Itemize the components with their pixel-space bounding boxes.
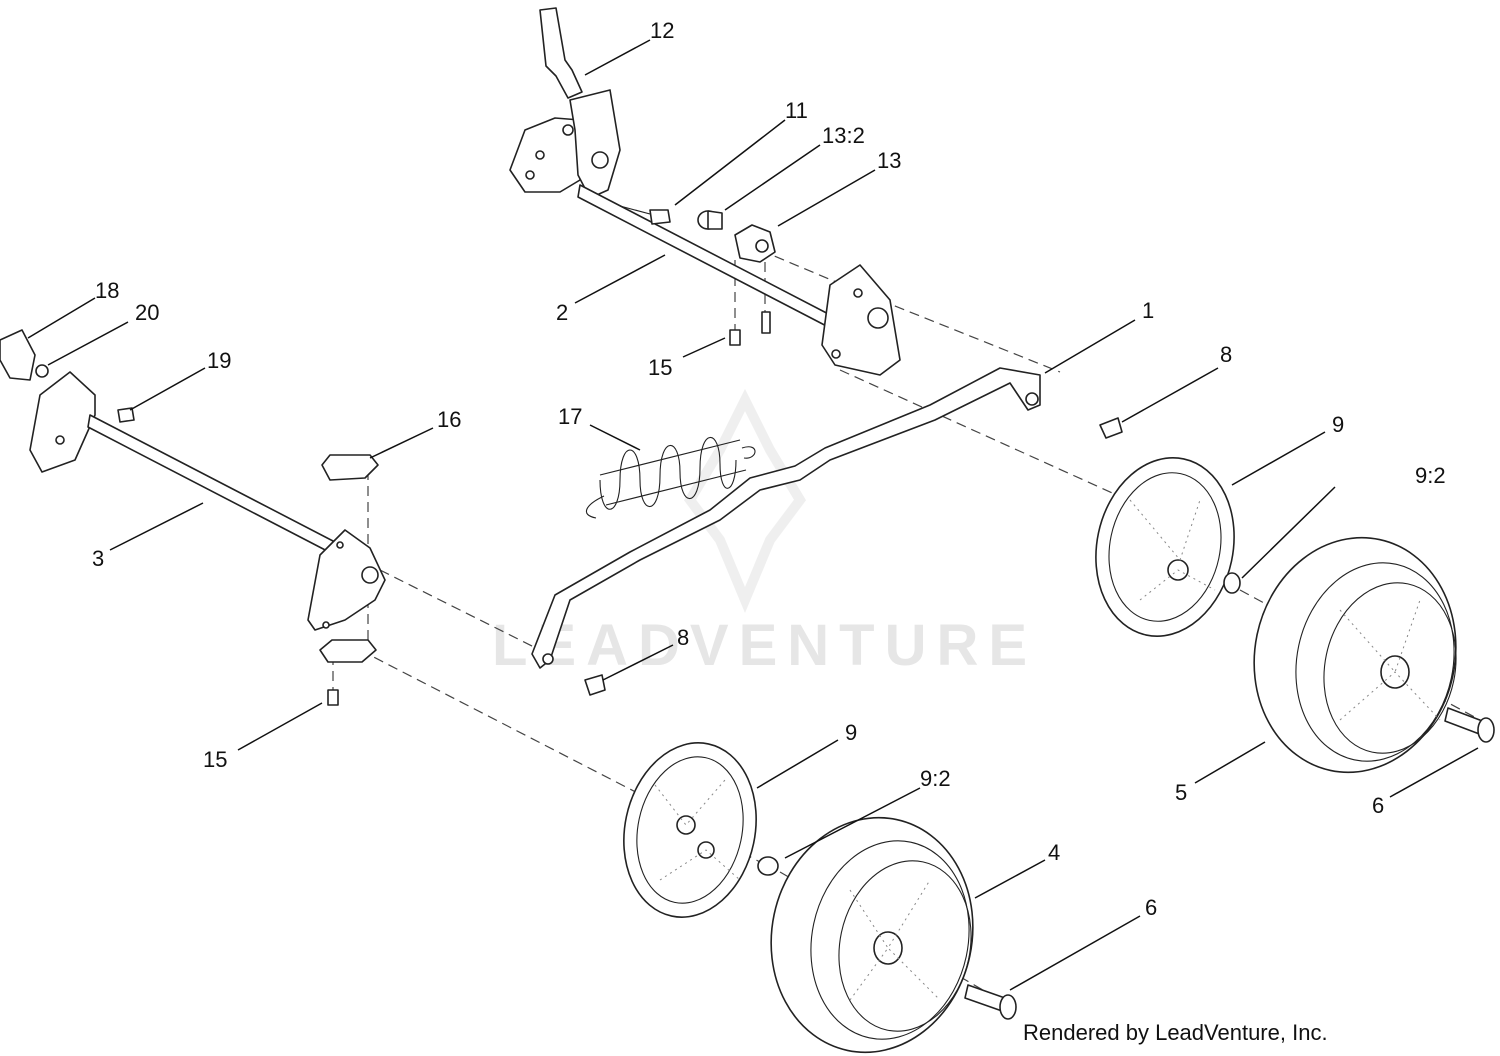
part-6-axle-bolt-right [1444,707,1495,743]
callout-labels: 12 11 13:2 13 2 1 15 8 18 20 19 16 17 9 … [92,18,1446,920]
callout-1: 1 [1142,298,1154,323]
callout-15-top: 15 [648,355,672,380]
part-16-bracket-top [321,454,379,481]
part-15-bolt-bottom [327,689,339,706]
callout-6-right: 6 [1372,793,1384,818]
callout-13: 13 [877,148,901,173]
callout-4: 4 [1048,840,1060,865]
part-13-2-bushing [697,210,723,230]
part-3-rear-axle [29,371,386,631]
callout-9-left: 9 [845,720,857,745]
callout-17: 17 [558,404,582,429]
part-20-washer [35,364,49,378]
callout-5: 5 [1175,780,1187,805]
part-9-hubcap-left [623,742,757,918]
part-5-wheel-right [1253,536,1457,774]
callout-19: 19 [207,348,231,373]
part-4-wheel-left [770,816,974,1054]
part-9-2-washer-left [757,856,779,876]
part-13-pivot-block [734,224,776,263]
callout-2: 2 [556,300,568,325]
part-15-bolts-top [729,311,771,346]
part-6-axle-bolt-bottom [964,984,1017,1020]
callout-6-bottom: 6 [1145,895,1157,920]
part-8-bolt-bottom [584,674,606,696]
part-18-clip [0,329,36,381]
leader-lines [27,39,1479,991]
callout-16: 16 [437,407,461,432]
part-2-front-axle [577,184,841,333]
callout-18: 18 [95,278,119,303]
part-1-height-rod [531,367,1041,669]
render-credit: Rendered by LeadVenture, Inc. [1023,1020,1328,1045]
part-9-2-washer-right [1223,572,1241,594]
part-8-bolt-top [1099,417,1123,439]
callout-9-2-left: 9:2 [920,766,951,791]
watermark-logo [683,388,807,613]
part-17-spring [585,436,756,519]
part-1-right-bracket-plate [821,264,901,376]
callout-9-2-right: 9:2 [1415,463,1446,488]
part-9-hubcap-right [1095,457,1235,637]
callout-12: 12 [650,18,674,43]
part-12-height-lever [509,7,621,199]
callout-20: 20 [135,300,159,325]
callout-15-bottom: 15 [203,747,227,772]
callout-9-right: 9 [1332,412,1344,437]
callout-3: 3 [92,546,104,571]
callout-8-bottom: 8 [677,625,689,650]
part-19-screw [117,407,135,423]
callout-13-2: 13:2 [822,123,865,148]
callout-11: 11 [785,98,808,123]
part-11-bolt [619,205,671,225]
callout-8-top: 8 [1220,342,1232,367]
watermark-text: LEADVENTURE [492,613,1037,678]
part-16-bracket-bottom [319,639,377,663]
